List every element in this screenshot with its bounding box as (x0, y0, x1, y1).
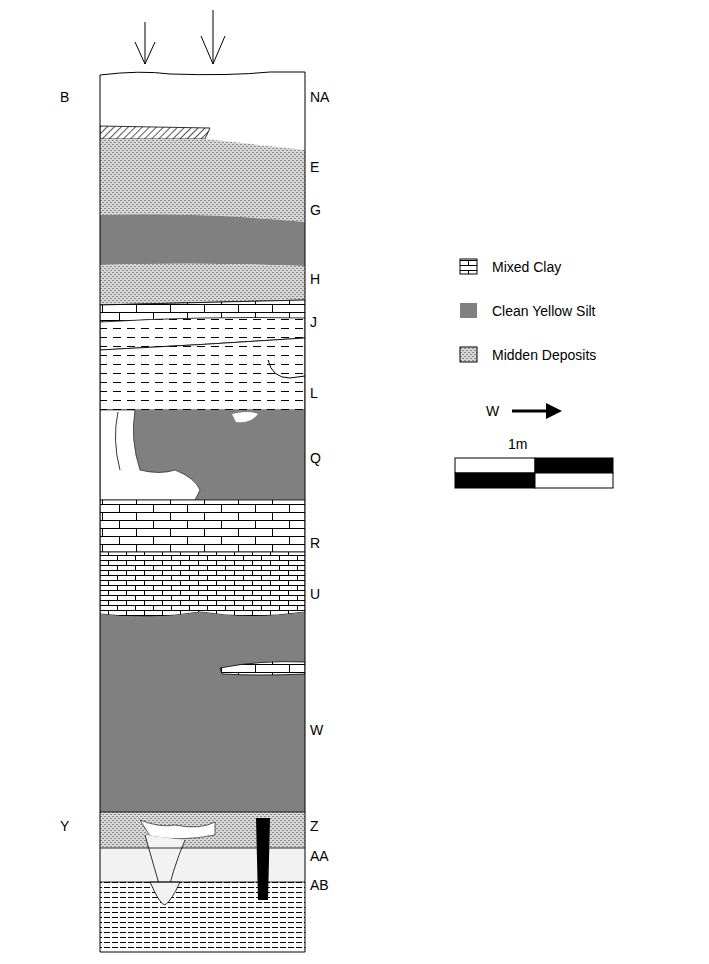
legend-swatch (460, 303, 477, 318)
layer-column (100, 70, 305, 955)
midden-sample (460, 347, 477, 362)
layer-label: B (60, 88, 69, 106)
layer-label: Q (310, 449, 321, 467)
scale-bar (455, 458, 613, 488)
layer-label: Y (60, 817, 69, 835)
layer-label: AA (310, 847, 329, 865)
legend-text: Midden Deposits (492, 346, 596, 364)
layer-label: J (310, 313, 317, 331)
layer-label: H (310, 270, 320, 288)
compass-label: W (486, 402, 499, 420)
layer-label: AB (310, 876, 329, 894)
legend-text: Mixed Clay (492, 258, 561, 276)
pointer-arrows (135, 10, 225, 64)
layer-label: NA (310, 88, 329, 106)
layer-label: Z (310, 817, 319, 835)
layer-label: L (310, 384, 318, 402)
column-outline (100, 72, 305, 952)
legend-text: Clean Yellow Silt (492, 302, 596, 320)
mixed-clay-sample (460, 259, 477, 274)
layer-label: G (310, 201, 321, 219)
layer-label: U (310, 585, 320, 603)
layer-label: E (310, 158, 319, 176)
layer-label: W (310, 721, 323, 739)
layer-label: R (310, 534, 320, 552)
scale-label: 1m (508, 435, 527, 453)
direction-arrow (512, 403, 562, 419)
